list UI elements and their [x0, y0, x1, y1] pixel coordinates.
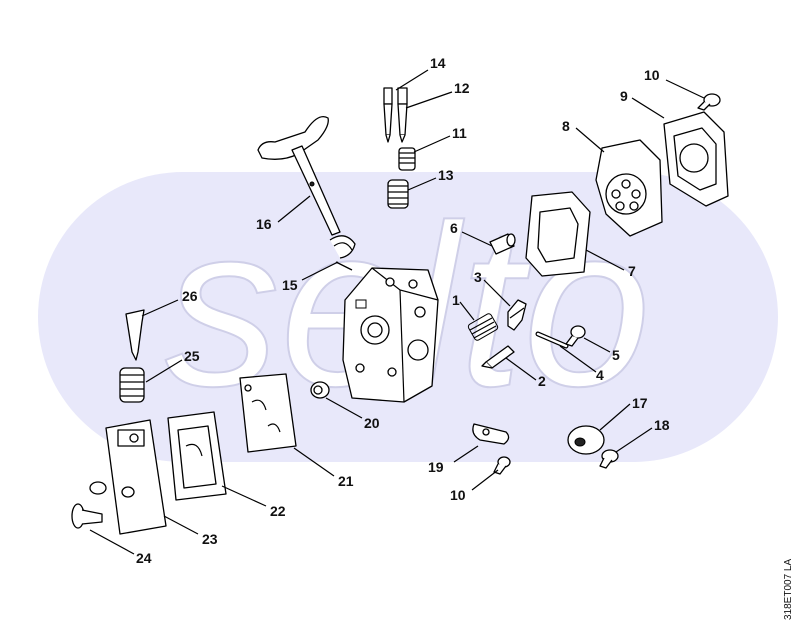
callout-2: 2 [538, 373, 546, 389]
needle-part-2 [481, 345, 515, 369]
plate-part-19 [472, 423, 510, 445]
reference-code: 318ET007 LA [783, 558, 794, 620]
spring-part-25 [119, 367, 145, 403]
throttle-shaft-part-16 [257, 115, 341, 236]
callout-18: 18 [654, 417, 670, 433]
callout-4: 4 [596, 367, 604, 383]
callout-15: 15 [282, 277, 298, 293]
callout-23: 23 [202, 531, 218, 547]
needle-valve-part-12 [397, 87, 408, 143]
needle-valve-part-14 [383, 87, 393, 143]
callout-10-top: 10 [644, 67, 660, 83]
callout-16: 16 [256, 216, 272, 232]
callout-26: 26 [182, 288, 198, 304]
gasket-part-21 [239, 373, 297, 453]
callout-21: 21 [338, 473, 354, 489]
fitting-part-6 [489, 233, 516, 255]
callout-3: 3 [474, 269, 482, 285]
spring-part-11 [398, 147, 416, 171]
callout-7: 7 [628, 263, 636, 279]
spring-part-1 [467, 313, 499, 341]
lever-part-3 [507, 299, 527, 331]
callout-1: 1 [452, 292, 460, 308]
callout-9: 9 [620, 88, 628, 104]
plug-part-20 [310, 381, 330, 399]
gasket-part-7 [525, 191, 591, 277]
callout-25: 25 [184, 348, 200, 364]
callout-13: 13 [438, 167, 454, 183]
housing-part-23 [89, 419, 167, 535]
callout-labels: 14 12 11 13 16 15 6 1 3 2 4 5 7 8 9 10 2… [136, 55, 670, 566]
callout-19: 19 [428, 459, 444, 475]
screw-part-5 [565, 325, 586, 347]
callout-20: 20 [364, 415, 380, 431]
leader-lines [89, 69, 705, 555]
carburetor-body [342, 267, 439, 403]
screw-part-18 [599, 449, 619, 469]
disc-part-17 [567, 425, 605, 455]
callout-24: 24 [136, 550, 152, 566]
screw-part-10-top [697, 93, 721, 111]
callout-12: 12 [454, 80, 470, 96]
callout-17: 17 [632, 395, 648, 411]
screw-part-24 [71, 503, 103, 529]
plate-part-22 [167, 411, 227, 501]
callout-6: 6 [450, 220, 458, 236]
diaphragm-part-8 [595, 139, 663, 237]
spring-part-13 [387, 179, 409, 209]
cover-part-9 [663, 111, 729, 207]
needle-part-26 [125, 309, 145, 361]
callout-14: 14 [430, 55, 446, 71]
callout-8: 8 [562, 118, 570, 134]
pin-part-4 [535, 331, 569, 349]
callout-10-bottom: 10 [450, 487, 466, 503]
callout-22: 22 [270, 503, 286, 519]
callout-5: 5 [612, 347, 620, 363]
callout-11: 11 [452, 125, 467, 141]
spring-part-15 [329, 235, 356, 271]
